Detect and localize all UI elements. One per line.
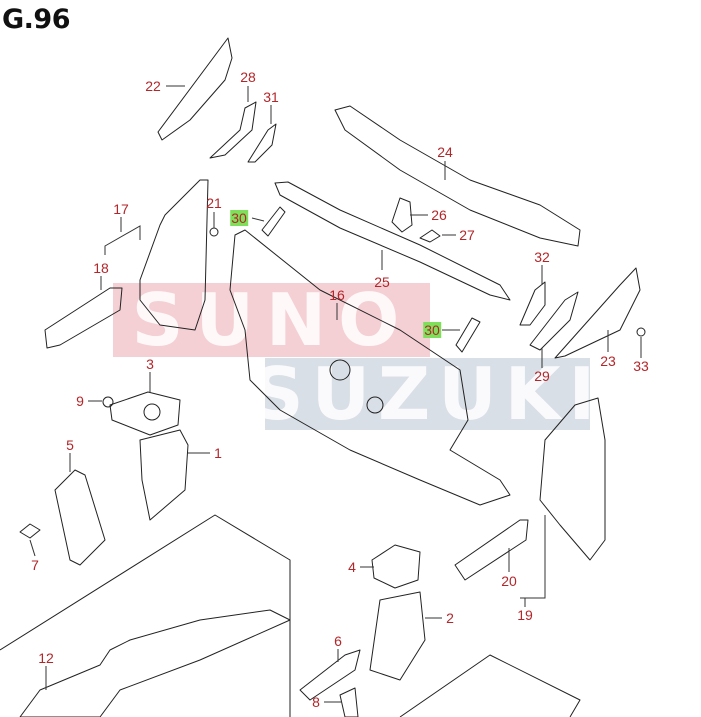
part-30a [261,206,286,237]
part-23 [554,267,641,359]
floor-box [0,514,291,717]
part-32 [519,281,546,326]
callout-6[interactable]: 6 [334,633,342,649]
callout-32[interactable]: 32 [534,249,550,265]
callout-24[interactable]: 24 [437,144,453,160]
part-27 [419,229,441,243]
callout-18[interactable]: 18 [93,260,109,276]
callout-28[interactable]: 28 [240,69,256,85]
part-16 [229,229,511,506]
callout-3[interactable]: 3 [146,356,154,372]
part-12 [19,609,291,717]
callout-1[interactable]: 1 [214,445,222,461]
part-5 [54,469,106,566]
callout-31[interactable]: 31 [263,89,279,105]
part-33 [636,327,646,337]
callout-27[interactable]: 27 [459,227,475,243]
part-26 [391,197,413,233]
callout-26[interactable]: 26 [431,207,447,223]
callout-25[interactable]: 25 [374,274,390,290]
watermark-suzuki: SUZUKI [251,352,604,436]
part-7 [19,523,41,539]
diagram-title: G.96 [2,4,71,35]
callout-21[interactable]: 21 [206,195,222,211]
part-18 [44,287,123,349]
callout-29[interactable]: 29 [534,368,550,384]
part-6 [299,649,361,701]
part-21 [209,227,219,237]
part-30b [455,317,481,353]
callout-12[interactable]: 12 [38,650,54,666]
part-20 [454,519,529,581]
callout-7[interactable]: 7 [31,557,39,573]
callout-4[interactable]: 4 [348,559,356,575]
part-1 [139,429,189,521]
part-31 [247,123,277,163]
part-19 [539,397,606,561]
watermark-suno: SUNO [113,278,430,362]
part-2 [369,591,426,681]
floor-box-right [399,654,581,717]
part-4 [371,544,421,589]
callout-33[interactable]: 33 [633,358,649,374]
part-17 [139,179,209,331]
callout-16[interactable]: 16 [329,287,345,303]
part-3 [109,391,181,436]
callout-8[interactable]: 8 [312,694,320,710]
callout-20[interactable]: 20 [501,573,517,589]
part-29 [529,291,579,351]
part-25 [274,181,511,301]
part-8 [339,687,359,717]
callout-19[interactable]: 19 [517,607,533,623]
part-22 [157,37,233,141]
callout-23[interactable]: 23 [600,353,616,369]
part-28 [209,101,257,159]
callout-17[interactable]: 17 [113,201,129,217]
callout-30-highlighted[interactable]: 30 [230,210,248,226]
part-24 [334,105,581,247]
callout-9[interactable]: 9 [76,393,84,409]
callout-22[interactable]: 22 [145,78,161,94]
part-9 [102,396,114,408]
callout-30-highlighted[interactable]: 30 [423,322,441,338]
callout-2[interactable]: 2 [446,610,454,626]
callout-5[interactable]: 5 [66,437,74,453]
